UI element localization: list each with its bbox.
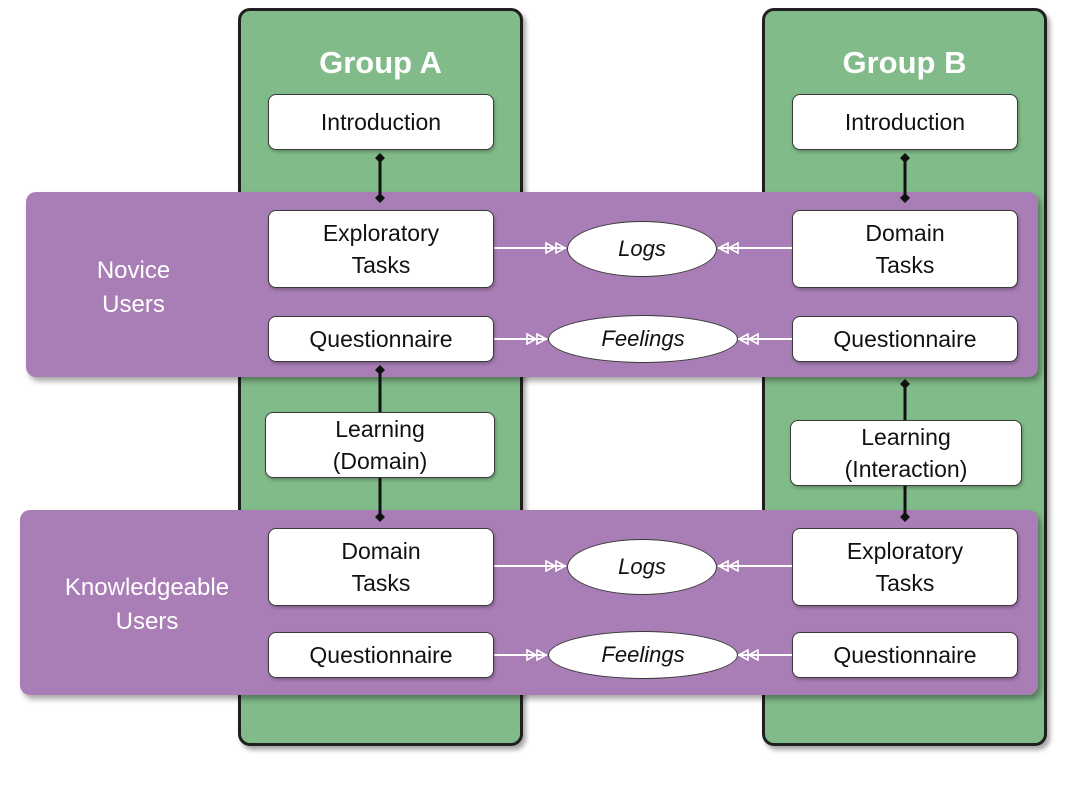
group-a-knowledgeable-tasks-line-1: Domain [341, 538, 421, 564]
knowledgeable-users-label: Knowledgeable Users [42, 571, 252, 639]
group-b-learning-line-1: Learning [861, 424, 951, 450]
knowledgeable-feelings-ellipse: Feelings [548, 631, 738, 679]
knowledgeable-users-label-line-2: Users [115, 608, 179, 635]
group-a-novice-tasks-line-2: Tasks [351, 252, 411, 278]
group-a-title: Group A [319, 45, 442, 80]
group-b-novice-questionnaire-box: Questionnaire [792, 316, 1018, 362]
group-b-introduction-box: Introduction [792, 94, 1018, 150]
group-b-novice-tasks-box: Domain Tasks [792, 210, 1018, 288]
group-a-knowledgeable-tasks-line-2: Tasks [351, 570, 411, 596]
group-a-novice-tasks-line-1: Exploratory [322, 220, 440, 246]
group-a-learning-line-2: (Domain) [332, 448, 428, 474]
novice-logs-ellipse: Logs [567, 221, 717, 277]
group-b-knowledgeable-tasks-box: Exploratory Tasks [792, 528, 1018, 606]
group-b-knowledgeable-questionnaire-box: Questionnaire [792, 632, 1018, 678]
group-b-novice-tasks-line-2: Tasks [875, 252, 935, 278]
novice-users-label: Novice Users [76, 254, 191, 322]
novice-users-label-line-1: Novice [96, 257, 171, 284]
group-b-title: Group B [842, 45, 967, 80]
group-b-knowledgeable-tasks-line-2: Tasks [875, 570, 935, 596]
group-b-novice-tasks-line-1: Domain [865, 220, 945, 246]
group-b-learning-box: Learning (Interaction) [790, 420, 1022, 486]
novice-users-label-line-2: Users [102, 291, 165, 318]
group-a-knowledgeable-tasks-box: Domain Tasks [268, 528, 494, 606]
group-b-learning-line-2: (Interaction) [844, 456, 968, 482]
group-a-introduction-box: Introduction [268, 94, 494, 150]
group-a-learning-box: Learning (Domain) [265, 412, 495, 478]
group-a-knowledgeable-questionnaire-box: Questionnaire [268, 632, 494, 678]
group-a-novice-tasks-box: Exploratory Tasks [268, 210, 494, 288]
knowledgeable-users-label-line-1: Knowledgeable [64, 574, 230, 601]
group-a-learning-line-1: Learning [335, 416, 425, 442]
group-a-novice-questionnaire-box: Questionnaire [268, 316, 494, 362]
group-b-knowledgeable-tasks-line-1: Exploratory [846, 538, 964, 564]
knowledgeable-logs-ellipse: Logs [567, 539, 717, 595]
novice-feelings-ellipse: Feelings [548, 315, 738, 363]
